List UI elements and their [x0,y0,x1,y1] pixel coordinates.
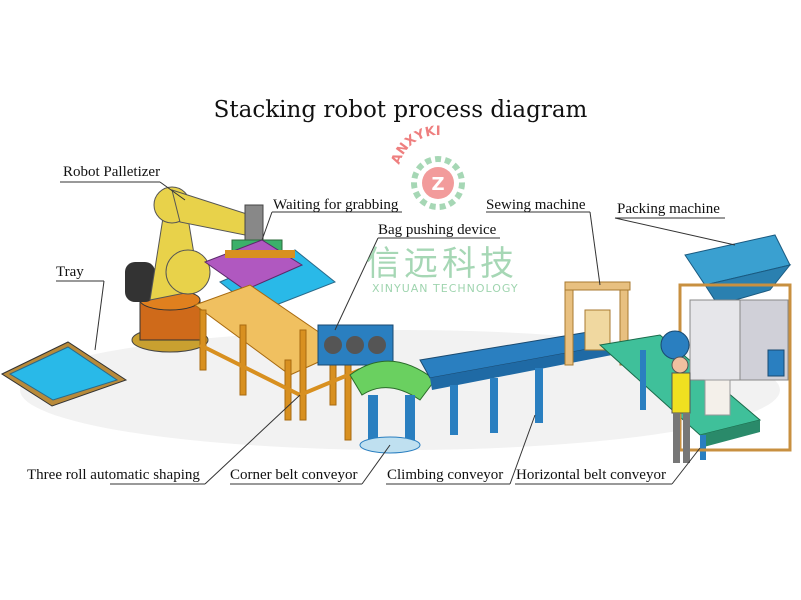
page-title: Stacking robot process diagram [0,97,801,123]
watermark-logo-letter: Z [431,174,444,195]
three-roll-shaping [318,325,393,365]
label-bag-pushing-device: Bag pushing device [378,221,496,239]
label-packing-machine: Packing machine [617,200,720,218]
watermark-chinese-text: 信远科技 [366,236,518,285]
label-robot-palletizer: Robot Palletizer [63,163,160,181]
label-horizontal-belt-conveyor: Horizontal belt conveyor [516,466,666,484]
label-corner-belt-conveyor: Corner belt conveyor [230,466,357,484]
label-waiting-for-grabbing: Waiting for grabbing [273,196,398,214]
watermark-gear-icon: Z [414,159,462,207]
label-tray: Tray [56,263,84,281]
watermark-arc-text: ANXYKI [389,124,441,167]
label-sewing-machine: Sewing machine [486,196,586,214]
label-climbing-conveyor: Climbing conveyor [387,466,503,484]
watermark-english-text: XINYUAN TECHNOLOGY [372,282,519,295]
label-three-roll-shaping: Three roll automatic shaping [27,466,200,484]
